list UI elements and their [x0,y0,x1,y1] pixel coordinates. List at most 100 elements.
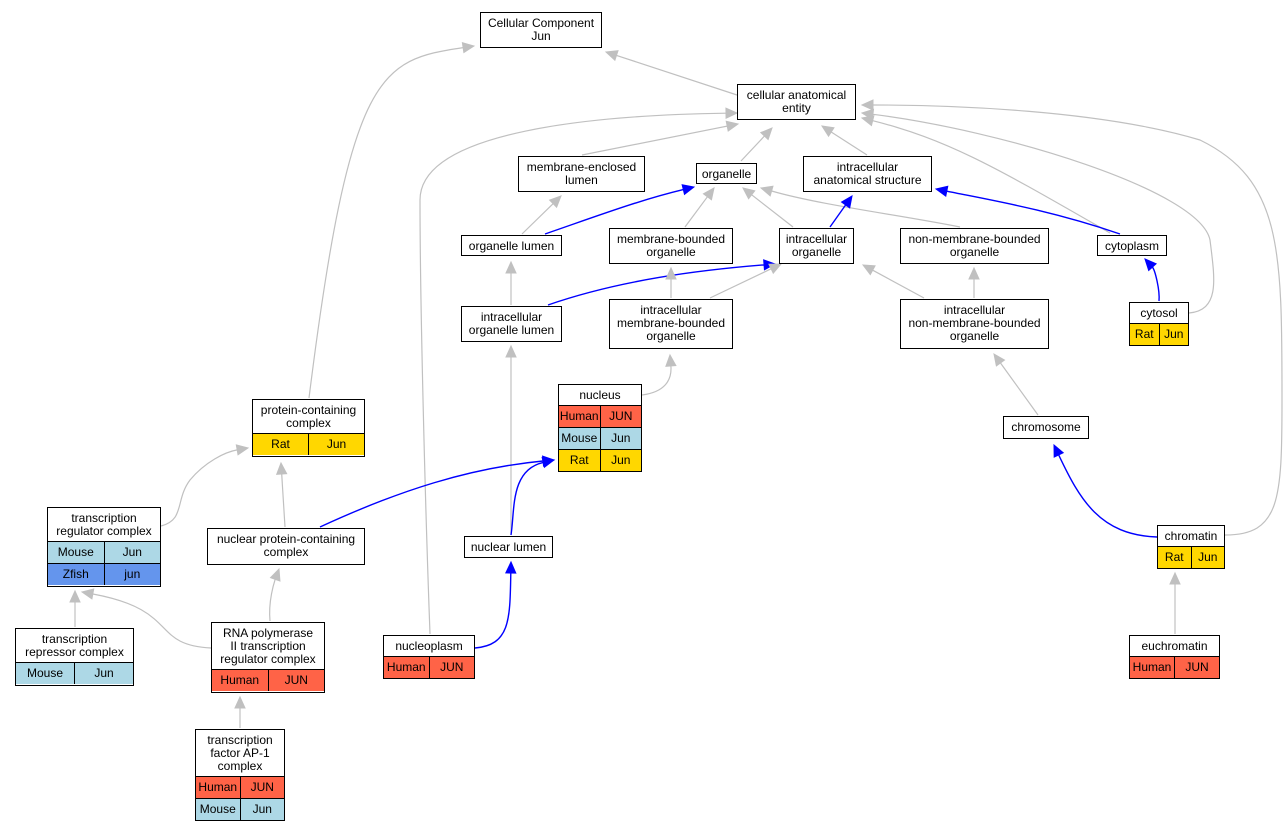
edge-cae-to-root-line [616,54,738,96]
node-label: cellular anatomical entity [746,88,847,115]
edge-imbo-to-io-line [709,268,772,299]
edge-nl-to-iol-arrowhead [505,344,517,358]
node-iol[interactable]: intracellular organelle lumen [461,306,562,342]
node-npcc[interactable]: nuclear protein-containing complex [207,528,365,565]
species-name: Mouse [57,545,94,559]
edge-inmbo-to-io-line [872,269,925,299]
node-imbo[interactable]: intracellular membrane-bounded organelle [609,299,733,349]
edge-nucleoplasm-to-cae-arrowhead [725,107,739,119]
edge-nmbo-to-org-arrowhead [759,185,774,197]
edge-inmbo-to-nmbo-arrowhead [968,266,980,280]
edge-cyto-to-cae-line [872,120,1111,234]
edge-cytosol-to-cyto-arrowhead [1144,258,1158,272]
node-ias[interactable]: intracellular anatomical structure [803,156,932,192]
gene-symbol: jun [103,564,161,585]
edge-chromatin-to-chrom-arrowhead [1053,443,1065,458]
edge-chrom-to-inmbo [993,353,1039,416]
species-name: Human [198,780,238,794]
edge-orgl-to-org [544,184,696,235]
node-label: protein-containing complex [260,403,357,430]
edge-mbo-to-org-arrowhead [702,187,715,201]
edge-trc-to-pcc-line [160,449,238,527]
edge-iol-to-io-line [547,264,765,306]
edge-imbo-to-io [709,263,783,299]
edge-orgl-to-mel-line [521,203,554,235]
node-io[interactable]: intracellular organelle [779,228,854,264]
node-label: intracellular non-membrane-bounded organ… [908,303,1041,343]
edge-rnap-to-trc-line [92,593,212,649]
node-nmbo[interactable]: non-membrane-bounded organelle [900,228,1049,264]
gene-symbol: Jun [599,450,642,471]
edge-cyto-to-ias-arrowhead [934,185,949,197]
edge-nucleoplasm-to-cae-line [419,112,727,635]
gene-symbol: Jun [1158,324,1189,345]
edge-chromatin-to-cae-line [872,104,1283,536]
edge-trepc-to-trc [69,589,81,627]
edge-chromatin-to-cae [860,99,1283,536]
edge-orgl-to-org-arrowhead [681,184,696,196]
node-mbo[interactable]: membrane-bounded organelle [609,228,733,264]
node-label: Cellular Component Jun [487,16,595,43]
edge-mel-to-cae-arrowhead [725,120,740,132]
species-name: Human [220,673,260,687]
edge-chrom-to-inmbo-arrowhead [993,353,1006,367]
edge-npcc-to-nucleus-line [319,460,544,528]
edge-orgl-to-mel [521,195,562,235]
edge-rnap-to-npcc-arrowhead [269,567,281,582]
gene-symbol: JUN [428,657,475,678]
node-orgl[interactable]: organelle lumen [461,235,562,256]
node-label: nuclear lumen [470,540,547,554]
node-mel[interactable]: membrane-enclosed lumen [518,156,645,192]
species-name: Rat [1134,327,1154,341]
node-label: organelle lumen [468,239,555,253]
edge-imbo-to-mbo [665,266,677,298]
species-name: Rat [271,437,290,451]
edge-nucleoplasm-to-nl [474,560,517,649]
edge-nmbo-to-org-line [771,190,961,228]
edge-io-to-org-line [751,194,794,228]
node-chrom[interactable]: chromosome [1003,416,1089,439]
node-cyto[interactable]: cytoplasm [1097,235,1167,256]
node-label: transcription repressor complex [25,632,124,659]
edge-ias-to-cae-arrowhead [820,125,835,138]
edge-org-to-cae [740,127,773,162]
node-label: nuclear protein-containing complex [216,532,356,559]
edge-pcc-to-root [308,41,476,399]
edge-io-to-org [742,187,794,228]
node-rnap[interactable]: RNA polymerase II transcription regulato… [211,622,325,693]
edge-nl-to-nucleus [510,456,556,536]
edge-nl-to-iol [505,344,517,535]
node-org[interactable]: organelle [696,163,757,184]
node-label: membrane-bounded organelle [616,232,726,259]
node-cae[interactable]: cellular anatomical entity [737,84,856,120]
edge-trc-to-pcc [160,444,250,527]
species-name: Human [559,409,599,423]
edge-chromatin-to-chrom-line [1058,454,1158,538]
node-root[interactable]: Cellular Component Jun [480,12,602,48]
gene-symbol: Jun [308,434,364,455]
gene-symbol: Jun [1190,547,1225,568]
gene-symbol: JUN [239,777,285,798]
node-label: cytoplasm [1104,239,1160,253]
node-label: transcription regulator complex [56,511,152,538]
node-nl[interactable]: nuclear lumen [464,536,553,558]
node-inmbo[interactable]: intracellular non-membrane-bounded organ… [900,299,1049,349]
edge-inmbo-to-nmbo [968,266,980,298]
edge-nucleus-to-imbo-line [641,365,672,396]
edge-nucleoplasm-to-cae [419,107,739,635]
edge-pcc-to-root-arrowhead [461,41,476,54]
